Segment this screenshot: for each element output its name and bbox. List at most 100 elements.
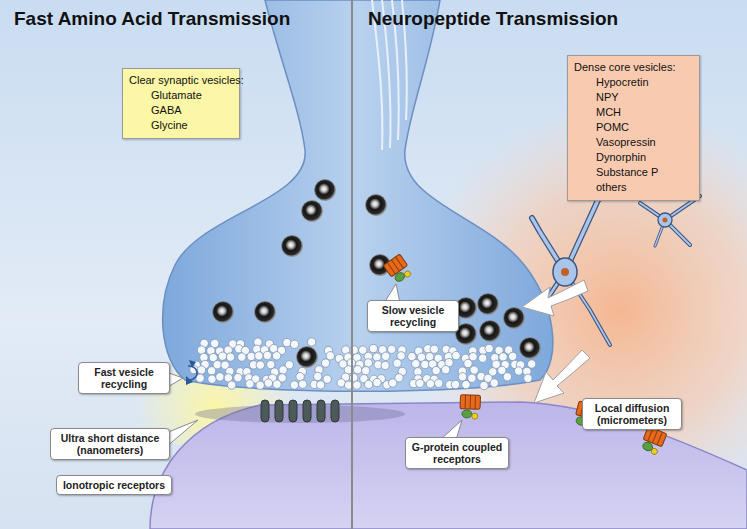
ionotropic-receptor xyxy=(289,400,297,422)
clear-vesicle xyxy=(354,366,362,374)
clear-vesicle xyxy=(228,381,236,389)
clear-vesicle xyxy=(389,379,397,387)
clear-vesicle xyxy=(421,360,429,368)
list-item: others xyxy=(574,180,693,195)
box-heading: Dense core vesicles: xyxy=(574,60,693,75)
clear-vesicle xyxy=(256,381,264,389)
neuron-nucleus xyxy=(561,268,569,276)
clear-vesicle xyxy=(264,379,272,387)
list-item: NPY xyxy=(574,90,693,105)
neuron-soma xyxy=(553,258,577,286)
dense-core-vesicle xyxy=(315,180,336,201)
clear-vesicle xyxy=(430,345,438,353)
clear-vesicle xyxy=(462,380,470,388)
callout-pointer xyxy=(166,420,198,447)
callout-box: Ionotropic receptors xyxy=(56,475,172,495)
clear-vesicle xyxy=(362,367,370,375)
clear-vesicle xyxy=(442,366,450,374)
clear-vesicle xyxy=(263,351,271,359)
clear-vesicle xyxy=(314,372,322,380)
dense-core-vesicle xyxy=(480,321,501,342)
panel-heading: Fast Amino Acid Transmission xyxy=(14,8,290,30)
list-item: Glycine xyxy=(129,118,233,133)
clear-vesicle xyxy=(508,352,516,360)
clear-vesicle xyxy=(247,352,255,360)
clear-vesicle xyxy=(373,378,381,386)
list-item: MCH xyxy=(574,105,693,120)
callout-text: Ionotropic receptors xyxy=(61,479,167,491)
clear-vesicle xyxy=(364,359,372,367)
clear-vesicle xyxy=(256,361,264,369)
gpcr-symbol xyxy=(460,395,481,420)
dense-core-vesicle xyxy=(297,347,318,368)
clear-vesicle xyxy=(373,353,381,361)
vesicle-list-box: Dense core vesicles:HypocretinNPYMCHPOMC… xyxy=(567,55,700,201)
clear-vesicle xyxy=(369,344,377,352)
clear-vesicle xyxy=(451,380,459,388)
clear-vesicle xyxy=(216,373,224,381)
clear-vesicle xyxy=(470,366,478,374)
dense-core-vesicle xyxy=(478,294,499,315)
dense-core-vesicle xyxy=(282,236,303,257)
clear-vesicle xyxy=(485,344,493,352)
callout-box: Slow vesicle recycling xyxy=(367,300,459,332)
clear-vesicle xyxy=(208,375,216,383)
clear-vesicle xyxy=(238,353,246,361)
clear-vesicle xyxy=(353,381,361,389)
clear-vesicle xyxy=(435,379,443,387)
list-item: Vasopressin xyxy=(574,135,693,150)
clear-vesicle xyxy=(364,380,372,388)
clear-vesicle xyxy=(480,381,488,389)
vesicle-group xyxy=(190,180,541,390)
clear-vesicle xyxy=(458,373,466,381)
callout-box: G-protein coupled receptors xyxy=(405,437,509,469)
clear-vesicle xyxy=(452,351,460,359)
clear-vesicle xyxy=(226,353,234,361)
clear-vesicle xyxy=(426,380,434,388)
clear-vesicle xyxy=(197,366,205,374)
clear-vesicle xyxy=(381,361,389,369)
postsynaptic-membrane xyxy=(150,402,747,529)
clear-vesicle xyxy=(290,381,298,389)
recycle-arrow xyxy=(188,366,197,380)
ionotropic-receptor xyxy=(317,400,325,422)
clear-vesicle xyxy=(246,380,254,388)
clear-vesicle xyxy=(464,359,472,367)
list-item: Substance P xyxy=(574,165,693,180)
list-item: Dynorphin xyxy=(574,150,693,165)
ionotropic-receptor xyxy=(331,400,339,422)
postsynaptic-density xyxy=(195,405,405,423)
recycle-arrowhead xyxy=(186,376,193,385)
clear-vesicle xyxy=(308,338,316,346)
callout-box: Fast vesicle recycling xyxy=(78,362,170,394)
gpcr-symbol xyxy=(639,426,667,456)
callout-box: Local diffusion (micrometers) xyxy=(582,398,682,430)
diffusion-arrow xyxy=(534,350,590,403)
dense-core-vesicle xyxy=(504,308,525,329)
clear-vesicle xyxy=(218,352,226,360)
panel-divider xyxy=(351,0,353,529)
gpcr-symbol xyxy=(383,254,413,285)
clear-vesicle xyxy=(316,381,324,389)
clear-vesicle xyxy=(234,374,242,382)
ionotropic-receptor xyxy=(261,400,269,422)
dense-core-vesicle xyxy=(213,302,234,323)
ionotropic-receptor xyxy=(275,400,283,422)
clear-vesicle xyxy=(273,380,281,388)
clear-vesicle xyxy=(416,379,424,387)
clear-vesicle xyxy=(272,352,280,360)
clear-vesicle xyxy=(432,366,440,374)
list-item: Hypocretin xyxy=(574,75,693,90)
clear-vesicle xyxy=(267,360,275,368)
box-heading: Clear synaptic vesicles: xyxy=(129,73,233,88)
clear-vesicle xyxy=(412,360,420,368)
clear-vesicle xyxy=(479,354,487,362)
list-item: Glutamate xyxy=(129,88,233,103)
clear-vesicle xyxy=(528,360,536,368)
recycle-arrowhead xyxy=(189,360,196,368)
clear-vesicle xyxy=(283,338,291,346)
callout-text: Local diffusion (micrometers) xyxy=(587,402,677,426)
clear-vesicle xyxy=(382,352,390,360)
clear-vesicle xyxy=(279,366,287,374)
